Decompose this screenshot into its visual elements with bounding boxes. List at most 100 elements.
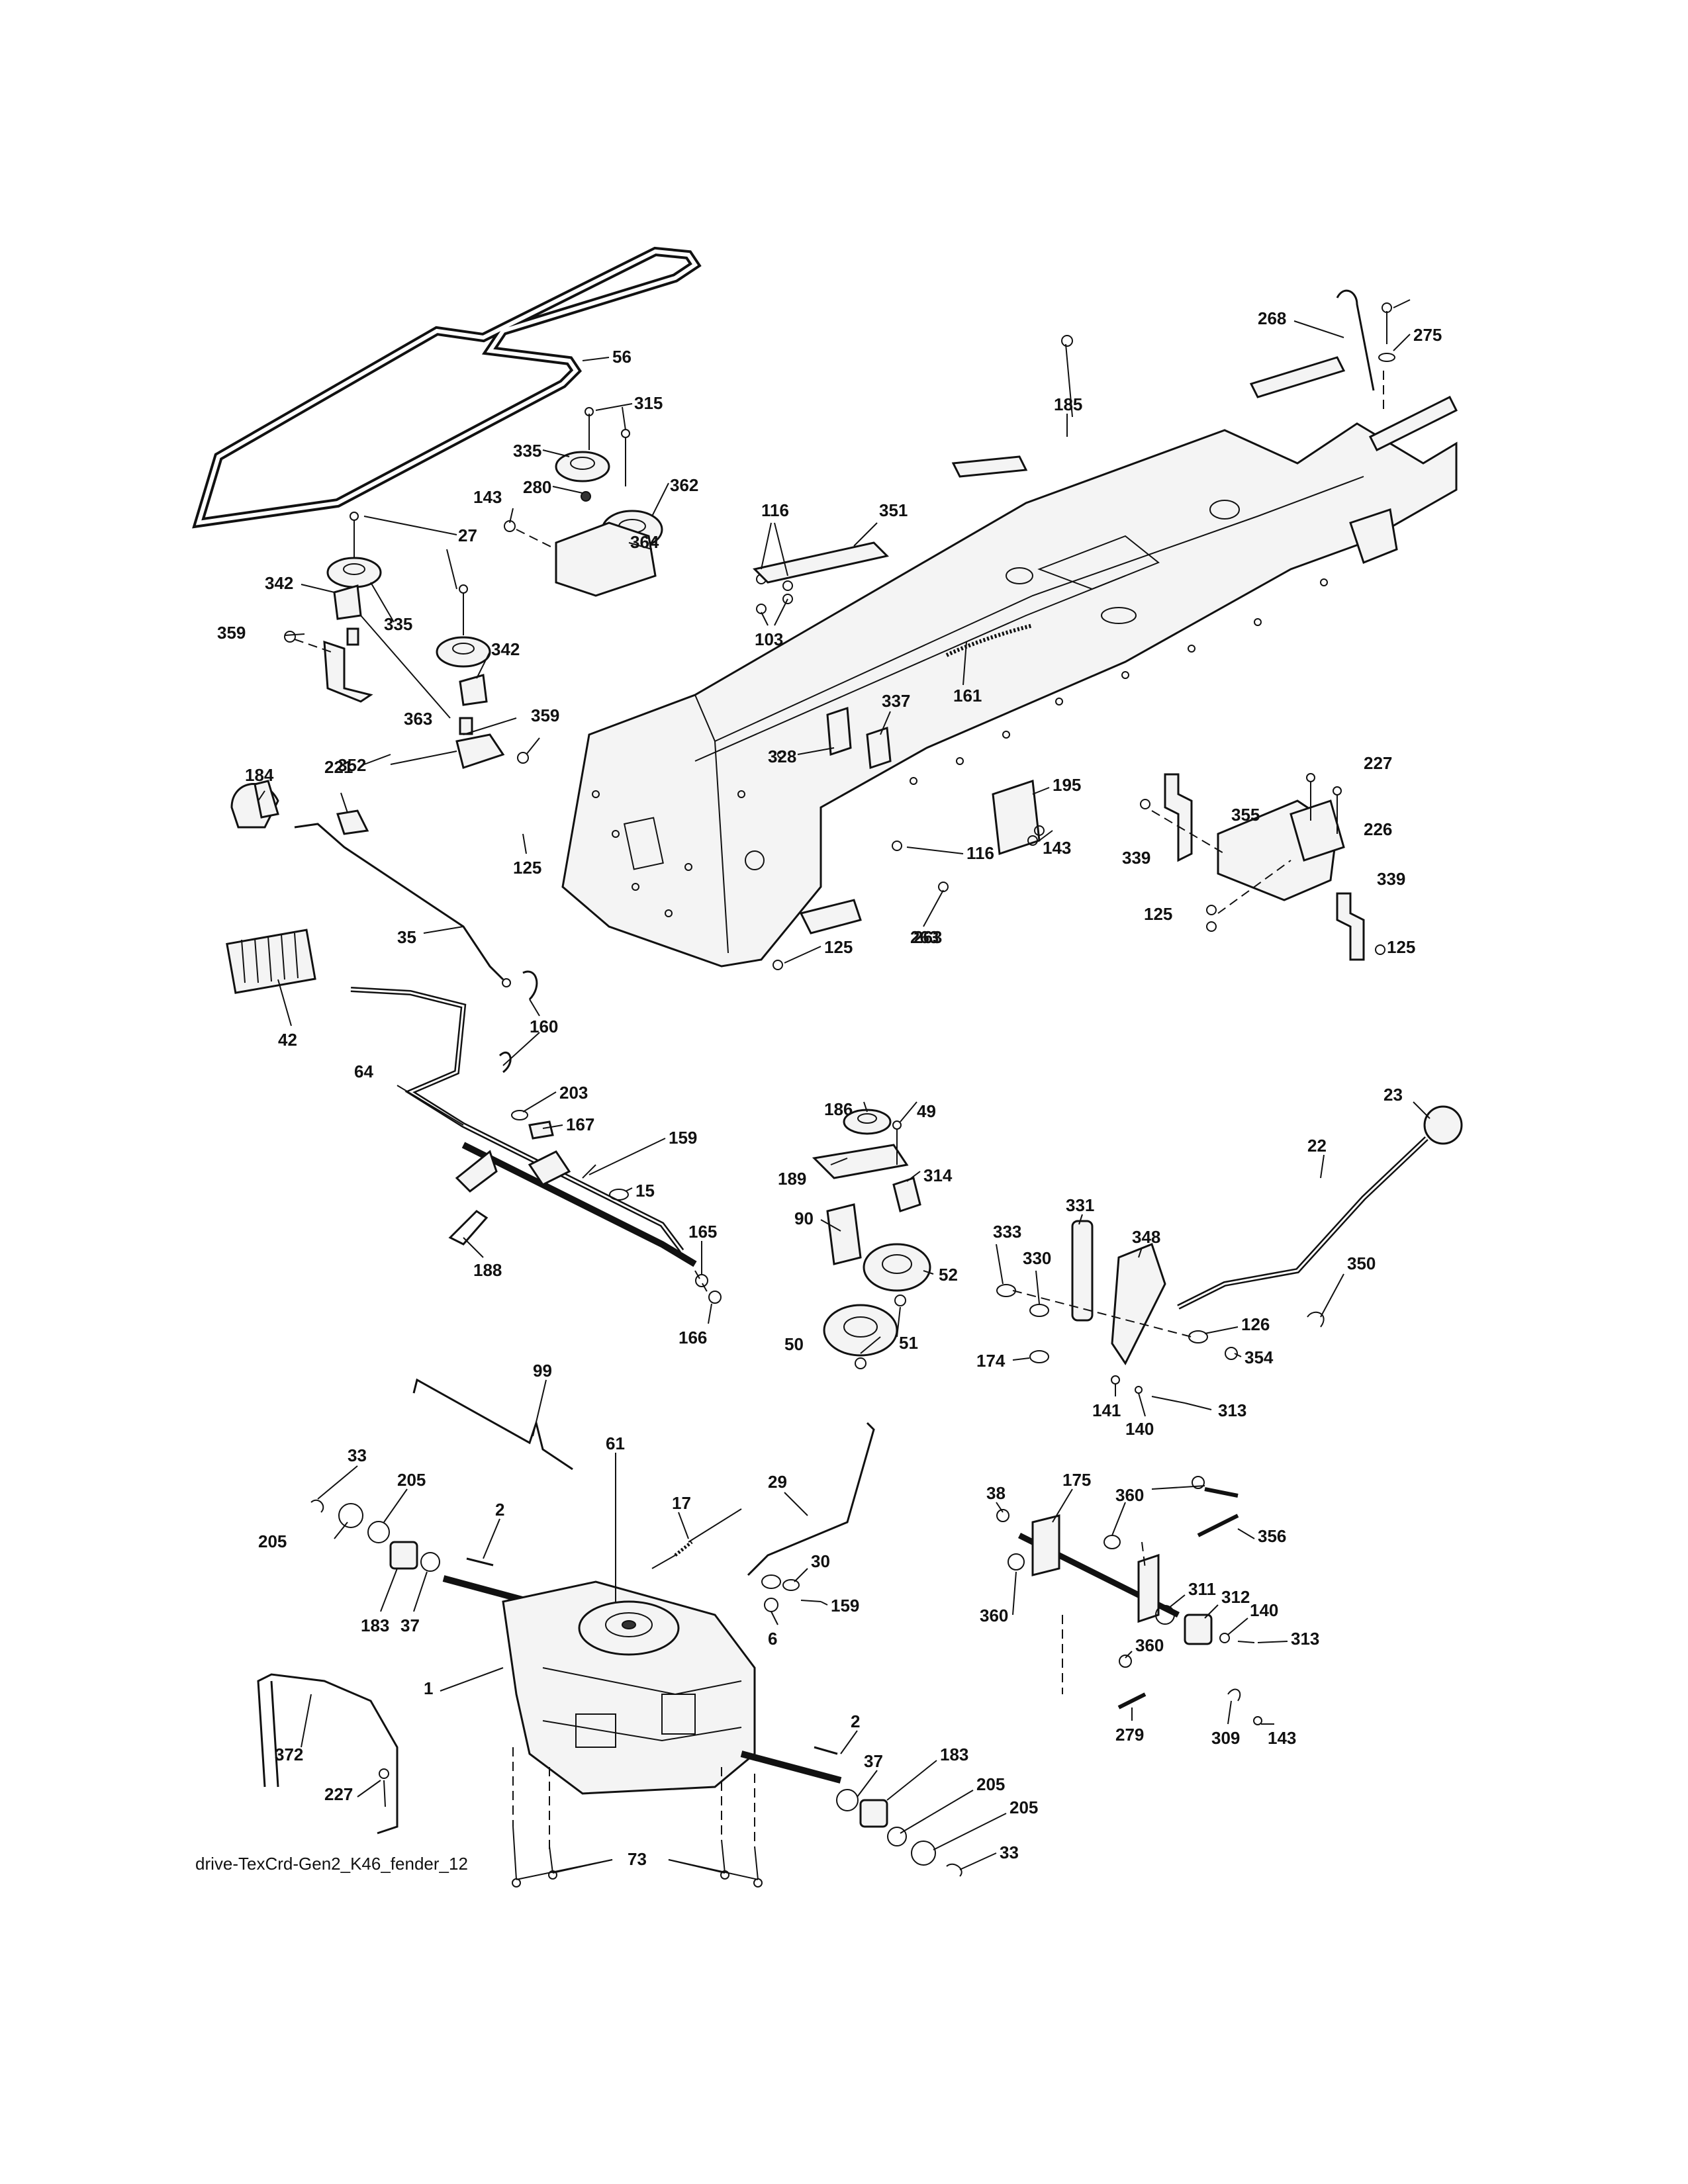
callout: 263: [914, 927, 942, 947]
callout: 116: [761, 500, 789, 520]
callout: 17: [672, 1493, 691, 1513]
callout: 335: [513, 441, 541, 461]
callout: 56: [612, 347, 632, 367]
callout: 280: [523, 477, 551, 497]
callout: 2: [851, 1711, 860, 1731]
callout: 27: [458, 525, 477, 545]
hairpin-clip: [1336, 289, 1395, 410]
callout: 330: [1023, 1248, 1051, 1268]
callout: 37: [864, 1751, 883, 1771]
callout: 140: [1125, 1419, 1154, 1439]
callout: 352: [338, 755, 366, 775]
callout: 159: [669, 1128, 697, 1148]
callout: 73: [628, 1849, 647, 1869]
callout: 339: [1122, 848, 1150, 868]
callout: 226: [1364, 819, 1392, 839]
callout: 314: [923, 1165, 953, 1185]
callout: 166: [679, 1328, 707, 1347]
callout: 49: [917, 1101, 936, 1121]
callout: 23: [1383, 1085, 1403, 1105]
callout: 227: [1364, 753, 1392, 773]
callout: 355: [1231, 805, 1260, 825]
callout: 354: [1244, 1347, 1274, 1367]
center-pulley-assembly: [812, 1109, 931, 1369]
callout: 35: [397, 927, 416, 947]
callout: 175: [1062, 1470, 1091, 1490]
callout: 359: [531, 705, 559, 725]
callout: 350: [1347, 1253, 1376, 1273]
callout: 33: [1000, 1843, 1019, 1862]
fender-bracket-assembly: [1140, 773, 1385, 961]
callout: 125: [513, 858, 541, 878]
callout: 61: [606, 1433, 625, 1453]
callout: 221: [324, 757, 353, 777]
callout: 189: [778, 1169, 806, 1189]
callout: 64: [354, 1062, 373, 1081]
tension-spring: [651, 1508, 742, 1569]
callout: 313: [1291, 1629, 1319, 1649]
callout: 342: [491, 639, 520, 659]
callout: 227: [324, 1784, 353, 1804]
left-axle-hardware: [310, 1499, 494, 1572]
callout: 90: [794, 1208, 814, 1228]
callout: 337: [882, 691, 910, 711]
callout: 195: [1053, 775, 1081, 795]
right-axle-hardware: [814, 1746, 962, 1877]
callout: 328: [768, 747, 796, 766]
shift-lever-assembly: [996, 1105, 1463, 1404]
callout: 165: [688, 1222, 717, 1242]
callout: 183: [361, 1615, 389, 1635]
callout: 2: [495, 1500, 504, 1520]
callout: 51: [899, 1333, 918, 1353]
callout: 335: [384, 614, 412, 634]
callout-labels: 56 315 335 280 362 143 364 27 342 335 35…: [217, 308, 1442, 1869]
transaxle: [442, 1575, 842, 1880]
callout: 174: [976, 1351, 1006, 1371]
callout: 333: [993, 1222, 1021, 1242]
callout: 360: [980, 1606, 1008, 1625]
callout: 263: [910, 927, 939, 947]
callout: 22: [1307, 1136, 1327, 1156]
callout: 1: [424, 1678, 433, 1698]
callout: 188: [473, 1260, 502, 1280]
grip-ridges: [241, 933, 299, 983]
drive-belt: [192, 246, 702, 529]
callout: 160: [530, 1017, 558, 1036]
rod-bracket: [257, 1673, 399, 1835]
callout: 143: [1268, 1728, 1296, 1748]
callout: 205: [397, 1470, 426, 1490]
callout: 359: [217, 623, 246, 643]
callout: 52: [939, 1265, 958, 1285]
callout: 141: [1092, 1400, 1121, 1420]
bracket-195: [753, 541, 1045, 970]
callout: 313: [1218, 1400, 1246, 1420]
callout: 205: [258, 1531, 287, 1551]
cross-shaft-assembly: [996, 1476, 1262, 1725]
callout: 362: [670, 475, 698, 495]
callout: 279: [1115, 1725, 1144, 1745]
callout: 99: [533, 1361, 552, 1381]
shift-rods: [412, 1378, 875, 1612]
callout: 30: [811, 1551, 830, 1571]
callout: 364: [630, 532, 659, 552]
callout: 50: [784, 1334, 804, 1354]
callout: 203: [559, 1083, 588, 1103]
callout: 275: [1413, 325, 1442, 345]
callout: 331: [1066, 1195, 1094, 1215]
callout: 185: [1054, 394, 1082, 414]
callout: 205: [976, 1774, 1005, 1794]
callout: 312: [1221, 1587, 1250, 1607]
callout: 360: [1135, 1635, 1164, 1655]
callout: 372: [275, 1745, 303, 1764]
callout: 38: [986, 1483, 1006, 1503]
callout: 140: [1250, 1600, 1278, 1620]
callout: 42: [278, 1030, 297, 1050]
callout: 309: [1211, 1728, 1240, 1748]
callout: 356: [1258, 1526, 1286, 1546]
callout: 116: [966, 843, 994, 863]
idler-bracket-assembly: [504, 407, 663, 597]
callout: 126: [1241, 1314, 1270, 1334]
callout: 29: [768, 1472, 787, 1492]
callout: 167: [566, 1115, 594, 1134]
